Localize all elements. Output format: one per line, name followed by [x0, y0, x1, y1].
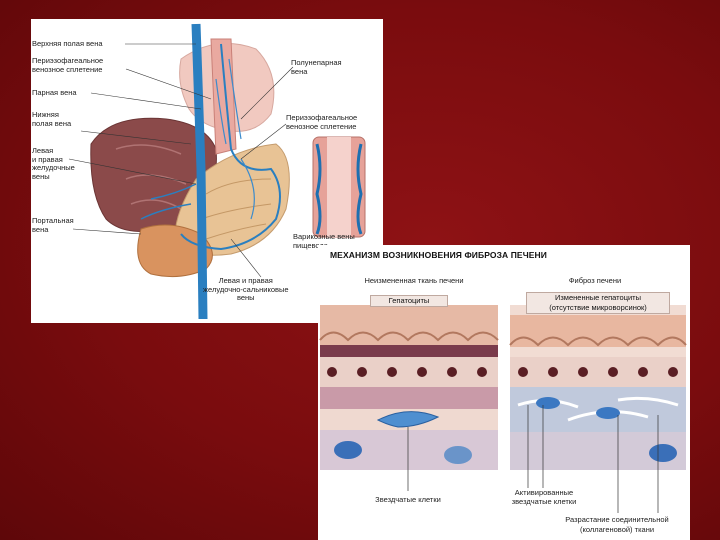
label-connective-growth: Разрастание соединительной (коллагеновой…: [544, 515, 690, 534]
label-portal-vein: Портальная вена: [32, 217, 74, 234]
label-altered-hepatocytes: Измененные гепатоциты (отсутствие микров…: [526, 292, 670, 314]
label-gastroepiploic-veins: Левая и правая желудочно-сальниковые вен…: [203, 277, 289, 303]
label-gastric-veins: Левая и правая желудочные вены: [32, 147, 75, 181]
label-activated-stellate: Активированные звездчатые клетки: [494, 488, 594, 506]
esophagus-shape: [211, 39, 236, 154]
label-hemiazygos-vein: Полунепарная вена: [291, 59, 342, 76]
label-stellate-cells: Звездчатые клетки: [356, 495, 460, 504]
label-periesophageal-plexus-right: Периэзофагеальное венозное сплетение: [286, 114, 357, 131]
fibrosis-mechanism-diagram: МЕХАНИЗМ ВОЗНИКНОВЕНИЯ ФИБРОЗА ПЕЧЕНИ Не…: [318, 245, 690, 540]
label-superior-vena-cava: Верхняя полая вена: [32, 40, 103, 49]
vena-cava-shape: [196, 24, 203, 319]
label-inferior-vena-cava: Нижняя полая вена: [32, 111, 71, 128]
label-hepatocytes: Гепатоциты: [370, 295, 448, 307]
label-periesophageal-plexus: Периэзофагеальное венозное сплетение: [32, 57, 103, 74]
label-azygos-vein: Парная вена: [32, 89, 77, 98]
